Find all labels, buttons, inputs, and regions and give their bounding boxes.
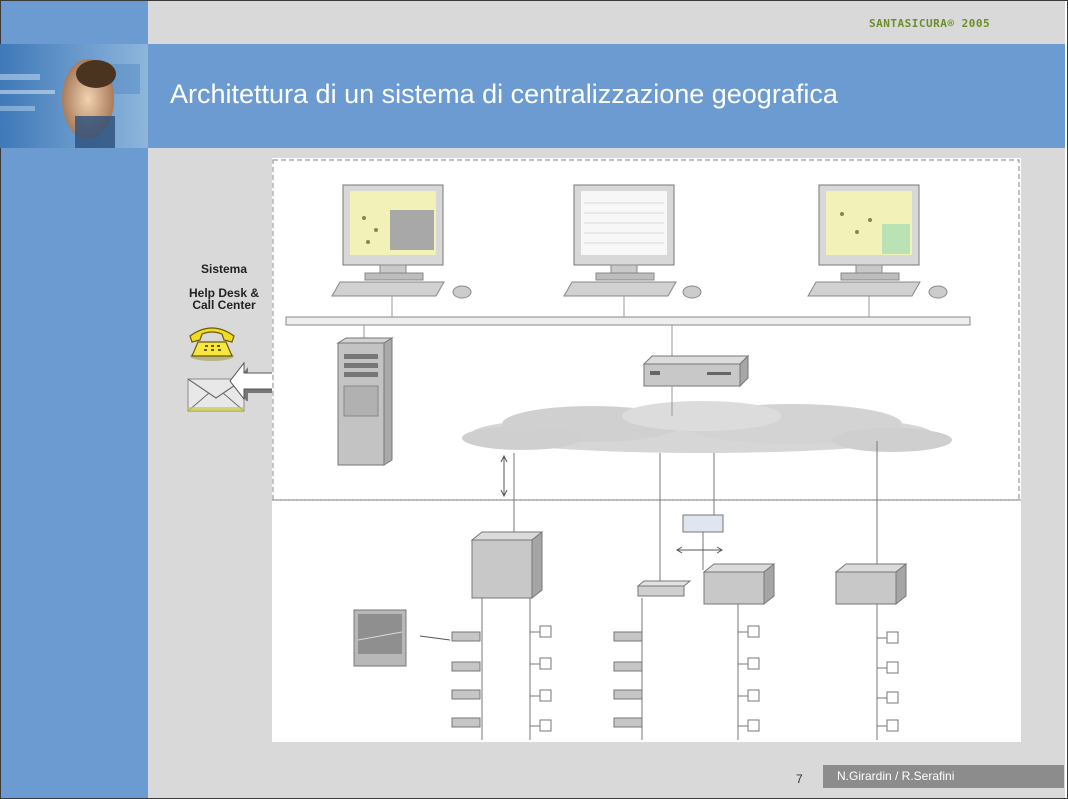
camera-row	[451, 631, 643, 728]
wan-cloud	[462, 401, 952, 453]
camera-image-thumbnail	[353, 609, 451, 667]
central-unit-3	[834, 562, 908, 606]
server	[336, 325, 394, 466]
router	[642, 325, 750, 388]
telephone-icon	[189, 327, 235, 361]
title-band	[148, 44, 1065, 148]
central-unit-1	[470, 530, 544, 600]
slide-title: Architettura di un sistema di centralizz…	[170, 79, 838, 109]
small-router	[636, 580, 692, 597]
sensor-row	[539, 625, 899, 732]
workstation-2	[563, 184, 702, 299]
workstation-3	[807, 184, 948, 299]
help-desk-label-line2: Help Desk &	[188, 286, 260, 300]
help-desk-label-line1: Sistema	[200, 262, 248, 276]
header-photo	[0, 44, 148, 148]
footer-author: N.Girardin / R.Serafini	[837, 769, 955, 783]
help-desk-label-line3: Call Center	[192, 298, 256, 312]
workstation-1	[331, 184, 472, 299]
gateway	[676, 514, 724, 570]
footer-bar	[823, 765, 1064, 788]
network-architecture-diagram	[272, 158, 1021, 742]
central-unit-2	[702, 562, 776, 606]
brand-logo: SANTASICURA® 2005	[869, 17, 991, 30]
page-number: 7	[796, 772, 803, 786]
